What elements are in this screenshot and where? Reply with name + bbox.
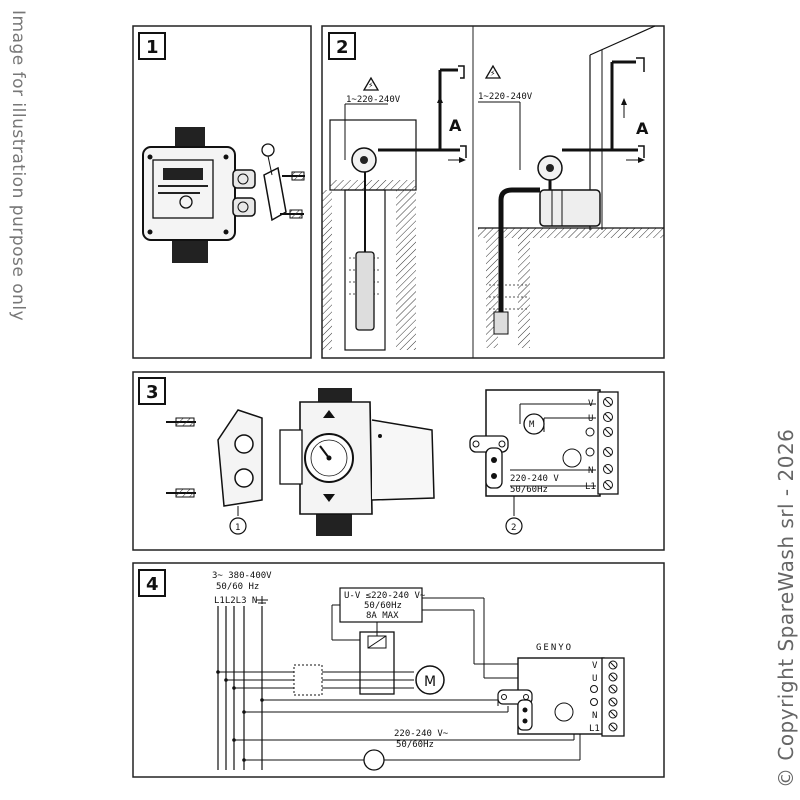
auxiliary-supply-meter: 220-240 V~ 50/60Hz bbox=[363, 729, 449, 771]
hazard-icon: ⚡ bbox=[368, 81, 373, 91]
relay-frequency: 50/60Hz bbox=[364, 601, 402, 611]
genyo-terminal-l1: L1 bbox=[589, 724, 600, 734]
genyo-terminal-v: V bbox=[592, 661, 598, 671]
panel-3-supply-voltage: 220-240 V bbox=[510, 474, 559, 484]
panel-2-voltage-left: 1~220-240V bbox=[346, 95, 401, 105]
aux-supply-voltage: 220-240 V~ bbox=[394, 729, 449, 739]
phase-labels: L1L2L3 N bbox=[214, 596, 257, 606]
flow-point-a-left: A bbox=[449, 116, 462, 135]
genyo-terminal-u: U bbox=[592, 674, 597, 684]
callout-2: 2 bbox=[511, 523, 516, 533]
three-phase-motor: M bbox=[415, 665, 445, 695]
ground-symbol bbox=[256, 596, 268, 604]
callout-1: 1 bbox=[235, 523, 240, 533]
panel-3-supply-frequency: 50/60Hz bbox=[510, 485, 548, 495]
controller-with-gauge bbox=[279, 388, 435, 536]
panel-2-number: 2 bbox=[336, 37, 349, 58]
main-breaker bbox=[216, 664, 360, 696]
panel-3-number: 3 bbox=[146, 382, 159, 403]
panel-1-number: 1 bbox=[146, 37, 159, 58]
panel-4-number: 4 bbox=[146, 574, 159, 595]
genyo-terminal-screws bbox=[608, 660, 618, 732]
three-phase-frequency: 50/60 Hz bbox=[216, 582, 259, 592]
relay-current: 8A MAX bbox=[366, 611, 399, 621]
motor-symbol: M bbox=[424, 674, 436, 690]
terminal-cover: 1 bbox=[217, 409, 263, 535]
contactor: U-V ≤220-240 V~ 50/60Hz 8A MAX bbox=[339, 587, 426, 695]
terminal-l1-label: L1 bbox=[585, 482, 596, 492]
relay-voltage: U-V ≤220-240 V~ bbox=[344, 591, 426, 601]
cover-and-screws bbox=[261, 143, 305, 222]
board-motor-symbol: M bbox=[529, 420, 535, 430]
cover-screws bbox=[166, 417, 196, 498]
terminal-n-label: N bbox=[588, 466, 593, 476]
panel-1: 1 bbox=[132, 25, 312, 359]
terminal-screws bbox=[603, 397, 613, 490]
three-phase-voltage: 3~ 380-400V bbox=[212, 571, 272, 581]
panel-4: 4 3~ 380-400V 50/60 Hz L1L2L3 N bbox=[132, 562, 665, 778]
panel-2-voltage-right: 1~220-240V bbox=[478, 92, 533, 102]
genyo-terminal-n: N bbox=[592, 711, 597, 721]
hazard-icon-right: ⚡ bbox=[490, 69, 495, 79]
panel-3: 3 1 bbox=[132, 371, 665, 551]
terminal-board: M V U N L1 220-240 V 50/60 bbox=[469, 389, 619, 535]
flow-point-a-right: A bbox=[636, 119, 649, 138]
pressure-controller-unit bbox=[142, 127, 256, 263]
terminal-u-label: U bbox=[588, 414, 593, 424]
panel-2: 2 ⚡ 1~220-240V bbox=[321, 25, 665, 359]
genyo-terminal-board: GENYO V U N L1 bbox=[497, 643, 625, 737]
control-wiring bbox=[232, 597, 598, 762]
genyo-brand-label: GENYO bbox=[536, 643, 573, 653]
terminal-v-label: V bbox=[588, 399, 594, 409]
surface-pump-installation: ⚡ 1~220-240V bbox=[478, 25, 664, 348]
aux-supply-frequency: 50/60Hz bbox=[396, 740, 434, 750]
submersible-installation: ⚡ 1~220-240V bbox=[322, 65, 467, 351]
